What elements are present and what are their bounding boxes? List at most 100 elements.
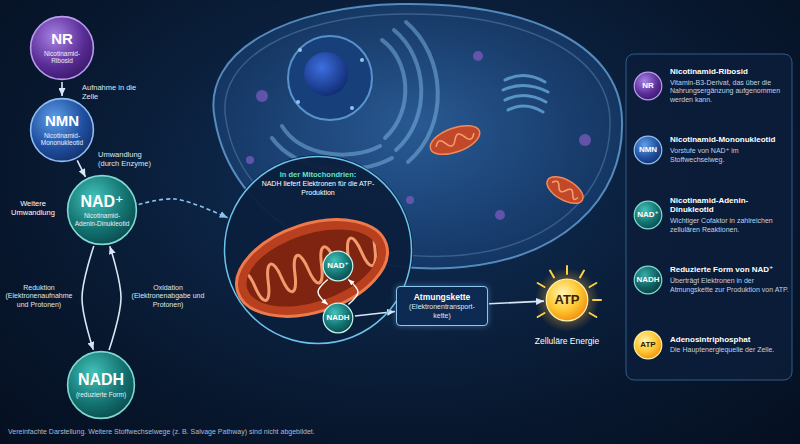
circle-outline (31, 17, 94, 80)
molecule-circle: NMN Nicotinamid-Mononukleotid (29, 97, 95, 163)
legend-title: Adenosintriphosphat (670, 335, 790, 345)
endoplasmic-reticulum (394, 30, 421, 150)
circle-outline (66, 174, 138, 246)
cell-mitochondrion (426, 120, 587, 209)
legend-description: Überträgt Elektronen in der Atmungskette… (670, 277, 790, 295)
molecule-abbr: NR (51, 31, 73, 48)
inset-heading-text: In der Mitochondrien: (259, 170, 377, 179)
legend-icon: NR (633, 71, 663, 101)
legend-icon: NADH (633, 265, 663, 295)
molecule-circle: NAD⁺Nicotinamid-Adenin-Dinukleotid (66, 174, 138, 246)
cycle-circle: NADH (322, 302, 354, 334)
inset-heading: In der Mitochondrien:NADH liefert Elektr… (259, 170, 377, 198)
atp-abbr: ATP (554, 293, 579, 307)
circle-outline (29, 97, 95, 163)
edge-label-box: Umwandlung (durch Enzyme) (98, 150, 164, 168)
legend-entry: NAD⁺ Nicotinamid-Adenin-DinukleotidWichti… (632, 184, 792, 246)
edge-label-box: Oxidation (Elektronenabgabe und Protonen… (128, 284, 208, 309)
circle-outline (634, 136, 662, 164)
inset-background (223, 155, 413, 345)
arrow-connector (348, 279, 358, 304)
legend-entry: NMN Nicotinamid-MononukleotidVorstufe von… (632, 119, 792, 181)
cell-mitochondrion (426, 120, 483, 160)
inset-background (223, 155, 413, 345)
legend-abbr: NAD⁺ (637, 211, 659, 220)
legend-description: Vitamin-B3-Derivat, das über die Nahrung… (670, 79, 790, 105)
vesicle (406, 196, 414, 204)
atp-sun: ATPZelluläre Energie (545, 278, 589, 322)
legend-description: Die Hauptenergiequelle der Zelle. (670, 346, 790, 355)
legend-panel (626, 54, 792, 380)
mitochondrion (237, 228, 394, 307)
endoplasmic-reticulum (282, 126, 380, 155)
molecule-circle: NADH(reduzierte Form) (66, 350, 136, 420)
legend-title: Nicotinamid-Adenin-Dinukleotid (670, 196, 790, 215)
edge-label: Oxidation (Elektronenabgabe und Protonen… (128, 284, 208, 309)
legend-text: Nicotinamid-Adenin-DinukleotidWichtiger … (670, 196, 790, 235)
golgi (503, 85, 548, 92)
golgi (503, 75, 548, 112)
molecule-abbr: NADH (326, 314, 349, 323)
atp-glow (535, 266, 601, 332)
circle-outline (634, 266, 662, 294)
nucleus (304, 52, 348, 96)
process-box: Atmungskette(Elektronentransport-kette) (396, 286, 488, 326)
molecule-abbr: NMN (45, 113, 79, 130)
legend-description: Wichtiger Cofaktor in zahlreichen zellul… (670, 217, 790, 235)
legend-title: Reduzierte Form von NAD⁺ (670, 265, 790, 275)
legend-title: Nicotinamid-Mononukleotid (670, 135, 790, 145)
annotation: Weitere Umwandlung (4, 199, 62, 217)
note-box: Weitere Umwandlung (4, 199, 62, 217)
arrow-connector (489, 301, 544, 304)
vesicle (256, 90, 268, 102)
caption: Vereinfachte Darstellung. Weitere Stoffw… (8, 428, 608, 436)
edge-label: Umwandlung (durch Enzyme) (98, 150, 164, 168)
edge-label: Aufnahme in die Zelle (82, 83, 144, 101)
arrow-connector (318, 279, 328, 304)
circle-outline (546, 279, 588, 321)
vesicle (579, 134, 591, 146)
nucleus (288, 36, 372, 120)
vesicle (473, 51, 483, 61)
edge-label-box: Aufnahme in die Zelle (82, 83, 144, 101)
cell-mitochondrion (543, 171, 588, 208)
legend-title: Nicotinamid-Ribosid (670, 67, 790, 77)
legend-panel (626, 54, 792, 380)
legend-entry: NR Nicotinamid-RibosidVitamin-B3-Derivat,… (632, 55, 792, 117)
mitochondrion (237, 228, 394, 307)
molecule-circle: NR Nicotinamid-Ribosid (29, 15, 95, 81)
nucleus (360, 58, 364, 62)
molecule-abbr: NAD⁺ (80, 193, 123, 211)
legend-abbr: NMN (639, 146, 657, 155)
process-title: Atmungskette (401, 292, 483, 302)
cell-mitochondrion (426, 120, 483, 160)
legend-abbr: ATP (640, 341, 655, 350)
nucleus (296, 100, 300, 104)
arrow-connector (82, 246, 94, 350)
nucleus (288, 36, 372, 120)
circle-outline (323, 303, 353, 333)
molecule-name: Nicotinamid-Ribosid (36, 50, 87, 65)
legend-entry: ATP AdenosintriphosphatDie Hauptenergiequ… (632, 314, 792, 376)
atp-caption: Zelluläre Energie (525, 336, 609, 346)
endoplasmic-reticulum (382, 40, 405, 138)
legend-text: Nicotinamid-MononukleotidVorstufe von NA… (670, 135, 790, 164)
legend-text: AdenosintriphosphatDie Hauptenergiequell… (670, 335, 790, 355)
legend-abbr: NR (642, 82, 654, 91)
inset-description: NADH liefert Elektronen für die ATP-Prod… (259, 180, 377, 198)
dashed-connector (139, 199, 228, 218)
circle-outline (225, 157, 412, 344)
molecule-name: Nicotinamid-Mononukleotid (36, 132, 87, 147)
cell-mitochondrion (550, 179, 579, 200)
legend-text: Nicotinamid-RibosidVitamin-B3-Derivat, d… (670, 67, 790, 105)
legend-icon: ATP (633, 330, 663, 360)
legend-abbr: NADH (636, 276, 659, 285)
circle-outline (31, 99, 94, 162)
nucleus (298, 48, 302, 52)
molecule-name: Nicotinamid-Adenin-Dinukleotid (74, 212, 130, 227)
cycle-circle: NAD⁺ (322, 250, 354, 282)
cell-mitochondrion (435, 129, 476, 151)
arrow-connector (355, 311, 395, 316)
endoplasmic-reticulum (272, 22, 438, 169)
